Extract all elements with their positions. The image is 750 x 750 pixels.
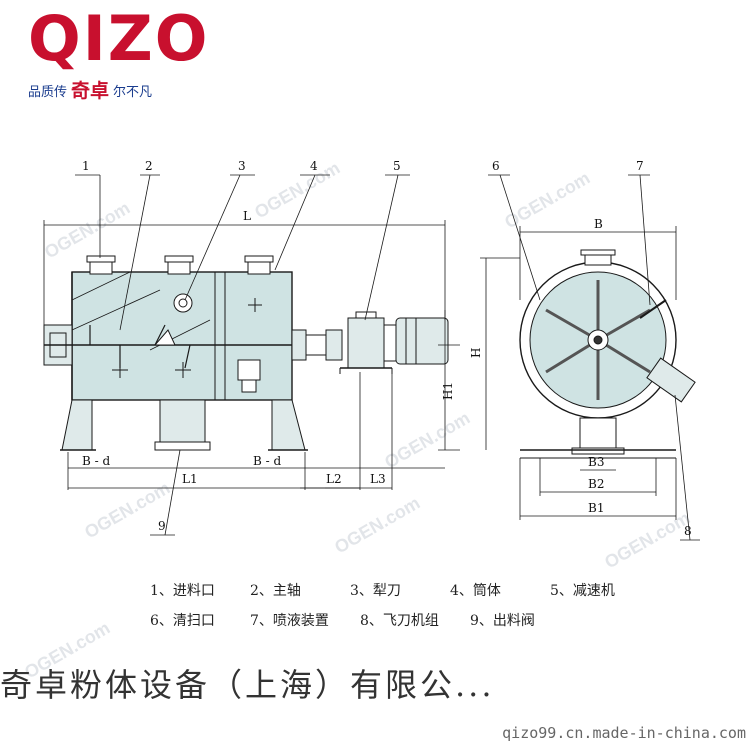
reducer (347, 317, 385, 369)
legend-item: 4、筒体 (450, 583, 501, 599)
legend-item: 6、清扫口 (150, 613, 215, 629)
legend-item: 8、飞刀机组 (360, 613, 439, 629)
dim-B3: B3 (588, 455, 604, 469)
dim-B-d-right: B - d (253, 454, 282, 468)
side-view (43, 255, 449, 451)
slogan-brand: 奇卓 (71, 80, 110, 102)
end-view (519, 249, 696, 459)
logo-slogan: 品质传奇卓尔不凡 (28, 80, 152, 104)
legend-item: 9、出料阀 (470, 613, 535, 629)
discharge-valve (159, 399, 206, 443)
legend-item: 1、进料口 (150, 583, 215, 599)
legend-row: 1、进料口 2、主轴 3、犁刀 4、筒体 5、减速机 (150, 575, 650, 605)
dim-L1: L1 (182, 472, 198, 486)
callout-2: 2 (145, 159, 153, 173)
right-support (271, 399, 306, 451)
dim-H1: H1 (441, 382, 455, 400)
dim-B-d-left: B - d (82, 454, 111, 468)
fly-cutter (646, 357, 696, 403)
callout-leaders (75, 174, 410, 536)
inlet-ports (86, 255, 274, 275)
side-dimensions (43, 220, 460, 490)
callout-4: 4 (310, 159, 318, 173)
dim-L2: L2 (326, 472, 342, 486)
legend-row: 6、清扫口 7、喷液装置 8、飞刀机组 9、出料阀 (150, 605, 650, 635)
left-support (61, 399, 93, 451)
legend-item: 3、犁刀 (350, 583, 401, 599)
callout-8: 8 (684, 524, 692, 538)
end-dimensions (480, 226, 677, 520)
company-name: 奇卓粉体设备（上海）有限公... (0, 666, 495, 704)
callout-9: 9 (158, 519, 166, 533)
callout-3: 3 (238, 159, 246, 173)
dim-B: B (594, 217, 603, 231)
callout-5: 5 (393, 159, 401, 173)
dim-B2: B2 (588, 477, 604, 491)
store-url: qizo99.cn.made-in-china.com (502, 724, 746, 742)
end-callout-leaders (488, 174, 700, 541)
slogan-left: 品质传 (28, 85, 68, 100)
dim-B1: B1 (588, 501, 604, 515)
callout-1: 1 (82, 159, 90, 173)
legend-item: 2、主轴 (250, 583, 301, 599)
logo-wordmark: QIZO (28, 2, 210, 75)
dim-L: L (243, 209, 251, 223)
parts-legend: 1、进料口 2、主轴 3、犁刀 4、筒体 5、减速机 6、清扫口 7、喷液装置 … (150, 575, 650, 635)
callout-7: 7 (636, 159, 644, 173)
legend-item: 7、喷液装置 (250, 613, 329, 629)
dim-H: H (469, 348, 483, 358)
legend-item: 5、减速机 (550, 583, 615, 599)
slogan-right: 尔不凡 (113, 85, 153, 100)
dim-L3: L3 (370, 472, 386, 486)
motor (395, 317, 449, 365)
drum-body (71, 271, 293, 401)
callout-6: 6 (492, 159, 500, 173)
